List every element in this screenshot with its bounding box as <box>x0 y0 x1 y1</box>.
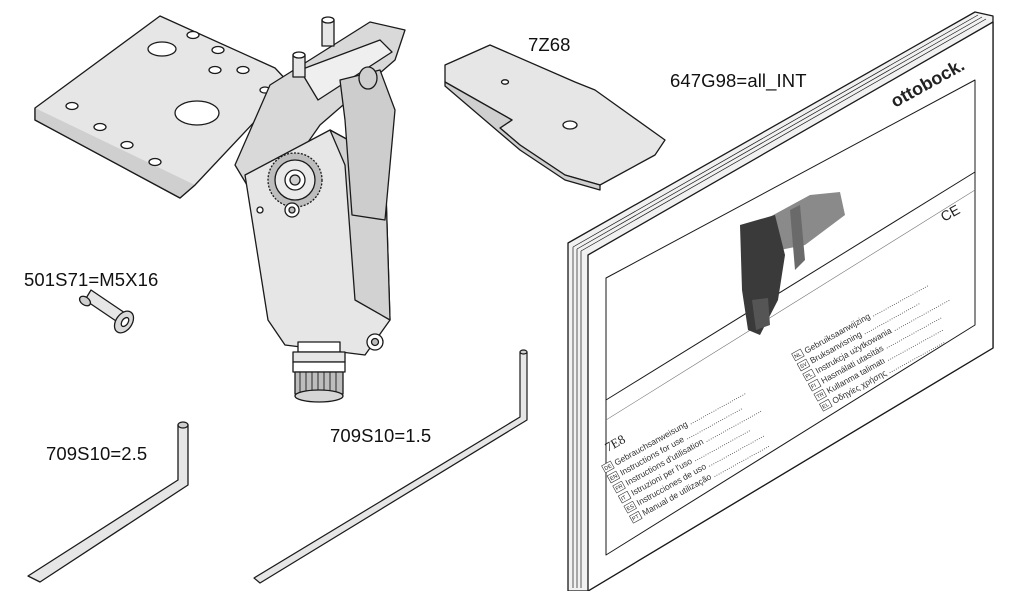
language-code: IT <box>620 495 628 503</box>
product-photo <box>740 192 845 335</box>
language-code: FR <box>615 484 624 493</box>
screw-501s71 <box>78 289 135 334</box>
label-screw: 501S71=M5X16 <box>24 269 159 290</box>
label-manual-set: 647G98=all_INT <box>670 70 807 91</box>
adapter-plate-7z68 <box>444 44 666 191</box>
label-hex-key-small: 709S10=1.5 <box>330 425 432 446</box>
language-code-box <box>606 470 621 484</box>
label-hex-key-large: 709S10=2.5 <box>46 443 148 464</box>
language-code: SV <box>799 361 809 370</box>
language-code-box <box>796 358 811 372</box>
language-code-box <box>612 480 626 494</box>
language-code-box <box>623 500 637 514</box>
hex-key-1-5 <box>253 349 528 584</box>
language-code-box <box>791 348 805 362</box>
language-code: ES <box>626 504 636 513</box>
joint-unit <box>234 16 406 403</box>
language-code-box <box>813 388 827 402</box>
language-code-box <box>802 368 816 382</box>
language-code-box <box>629 511 643 524</box>
mounting-plate <box>34 15 291 199</box>
language-code-box <box>819 399 833 412</box>
language-code-box <box>808 378 822 392</box>
language-code: NL <box>794 352 803 361</box>
language-code: FI <box>810 383 818 391</box>
language-code: EN <box>609 473 619 482</box>
hex-key-2-5 <box>27 421 189 583</box>
label-adapter-plate: 7Z68 <box>528 34 571 55</box>
language-code: TR <box>816 392 825 401</box>
language-code: PT <box>632 514 642 523</box>
language-code-box <box>618 490 632 504</box>
language-code-box <box>601 460 615 474</box>
language-code: PL <box>805 372 814 381</box>
language-code: EL <box>822 402 831 411</box>
language-code: DE <box>604 463 614 472</box>
